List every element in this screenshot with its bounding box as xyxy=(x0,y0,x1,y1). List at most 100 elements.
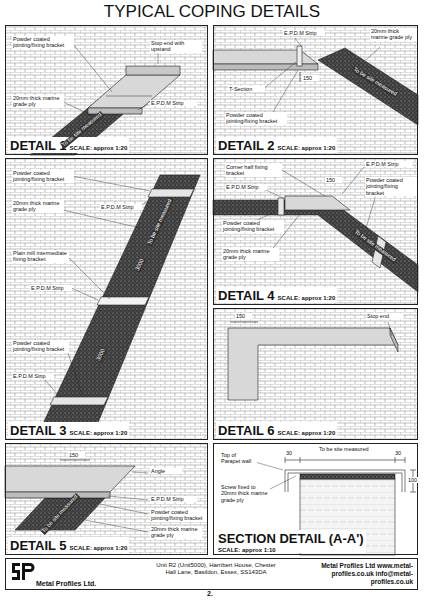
drawing-line xyxy=(45,380,58,395)
callout-label: E.P.D.M Strip xyxy=(365,161,412,167)
detail-title: SECTION DETAIL (A-A') xyxy=(218,531,364,546)
company-address: Unit R2 (Unit5000), Harribert House, Che… xyxy=(156,562,276,576)
scale-note: SCALE: approx 1:20 xyxy=(70,430,128,436)
drawing-polygon xyxy=(5,492,110,498)
detail-3-art xyxy=(40,175,200,430)
scale-note: SCALE: approx 1:20 xyxy=(70,145,128,151)
callout-label: E.P.D.M Strip xyxy=(12,373,54,379)
scale-note: SCALE: approx 1:20 xyxy=(70,545,128,551)
detail-title: DETAIL 5 xyxy=(10,538,67,553)
drawing-line xyxy=(72,176,150,191)
callout-label: 150 xyxy=(235,313,252,319)
callout-label: E.P.D.M Strip xyxy=(283,30,325,36)
drawing-path xyxy=(285,470,405,492)
callout-label: Angle xyxy=(150,468,182,474)
detail-title: DETAIL 1 xyxy=(10,138,67,153)
drawing-line xyxy=(85,520,148,532)
detail-2-art xyxy=(213,46,418,125)
drawing-line xyxy=(71,288,98,300)
callout-label: E.P.D.M Strip xyxy=(100,204,142,210)
callout-label: Powder coated jointing/fixing bracket xyxy=(12,340,69,353)
detail-4-art xyxy=(213,196,418,292)
callout-label: E.P.D.M Strip xyxy=(150,496,197,502)
drawing-rect xyxy=(213,25,418,155)
drawing-path xyxy=(230,322,258,323)
callout-label: Powder coated jointing/fixing bracket xyxy=(12,36,74,49)
callout-label: Plain mill intermediate fixing bracket xyxy=(12,250,69,263)
callout-label: Powder coated jointing/fixing bracket xyxy=(12,170,74,183)
drawing-rect xyxy=(300,474,395,479)
company-logo xyxy=(12,563,35,580)
drawing-line xyxy=(100,504,148,514)
callout-label: Powder coated jointing/fixing bracket xyxy=(225,112,287,125)
callout-label: T-Section xyxy=(228,86,265,92)
detail-6-art xyxy=(228,322,398,400)
callout-label: Corner half fixing bracket xyxy=(225,164,282,177)
drawing-rect xyxy=(297,46,302,66)
detail-heading: SECTION DETAIL (A-A')SCALE: approx 1:10 xyxy=(216,530,366,553)
callout-label: Stop end xyxy=(366,313,403,319)
company-contact: Metal Profiles Ltd www.metal-profiles.co… xyxy=(298,562,413,585)
scale-note: SCALE: approx 1:20 xyxy=(278,295,336,301)
callout-label: 30 xyxy=(394,450,408,456)
detail-heading: DETAIL 4SCALE: approx 1:20 xyxy=(216,287,337,303)
drawing-polygon xyxy=(126,66,180,75)
callout-label: 150 xyxy=(302,75,319,81)
detail-5-art xyxy=(5,460,135,530)
callout-label: Powder coated jointing/fixing bracket xyxy=(150,509,207,522)
detail-heading: DETAIL 3SCALE: approx 1:20 xyxy=(8,422,129,438)
page-number: 2. xyxy=(206,590,228,598)
drawing-line xyxy=(108,496,148,500)
drawing-line xyxy=(262,62,296,90)
callout-label: Stop end with upstand xyxy=(150,40,202,53)
detail-title: DETAIL 4 xyxy=(218,288,275,303)
drawing-polygon xyxy=(213,200,418,292)
drawing-line xyxy=(270,70,298,117)
drawing-line xyxy=(63,210,140,228)
drawing-polygon xyxy=(40,175,200,430)
callout-label: 30 xyxy=(285,450,299,456)
drawing-line xyxy=(366,198,375,228)
drawing-line xyxy=(67,256,110,299)
drawing-path xyxy=(300,72,301,82)
detail-title: DETAIL 6 xyxy=(218,423,275,438)
callout-label: To be site measured xyxy=(318,446,375,452)
title-block: Metal Profiles Ltd. Unit R2 (Unit5000), H… xyxy=(5,558,418,590)
drawing-line xyxy=(342,167,364,194)
drawing-line xyxy=(255,462,283,470)
leader-lines xyxy=(45,38,392,532)
drawing-line xyxy=(106,96,152,97)
scale-note: SCALE: approx 1:20 xyxy=(278,145,336,151)
company-name: Metal Profiles Ltd. xyxy=(36,580,96,588)
sheet-title: TYPICAL COPING DETAILS xyxy=(0,2,424,22)
drawing-line xyxy=(63,102,93,116)
drawing-polygon xyxy=(50,397,108,405)
drawing-line xyxy=(138,104,148,110)
callout-label: 20mm thick marine grade ply xyxy=(150,526,202,539)
scale-note: SCALE: approx 1:20 xyxy=(278,430,336,436)
callout-label: 20mm thick marine grade ply xyxy=(12,200,64,213)
detail-heading: DETAIL 6SCALE: approx 1:20 xyxy=(216,422,337,438)
drawing-rect xyxy=(213,158,418,305)
drawing-rect xyxy=(5,443,208,555)
drawing-path xyxy=(285,457,405,463)
drawing-polygon xyxy=(228,328,398,400)
callout-label: E.P.D.M Strip xyxy=(225,184,267,190)
drawing-rect xyxy=(5,25,208,155)
drawing-polygon xyxy=(97,297,149,305)
callout-label: 150 xyxy=(325,177,342,183)
drawing-polygon xyxy=(390,328,398,352)
detail-heading: DETAIL 2SCALE: approx 1:20 xyxy=(216,137,337,153)
callout-label: 20mm thick marine grade ply xyxy=(222,248,279,261)
drawing-line xyxy=(132,472,148,473)
drawing-line xyxy=(268,476,296,490)
drawing-line xyxy=(73,44,112,92)
drawing-line xyxy=(266,190,283,198)
drawing-path xyxy=(12,563,20,580)
drawing-polygon xyxy=(318,48,418,125)
drawing-polygon xyxy=(148,189,194,197)
drawing-line xyxy=(366,47,380,60)
drawing-line xyxy=(282,170,325,196)
drawing-path xyxy=(60,460,90,461)
drawing-line xyxy=(295,38,301,46)
